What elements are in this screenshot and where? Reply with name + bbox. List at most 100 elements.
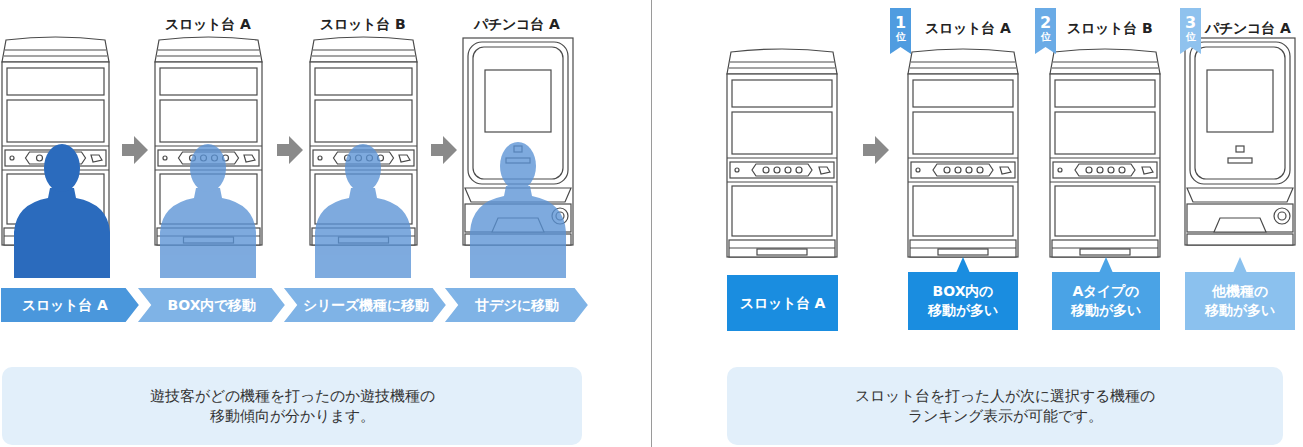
tray	[1080, 249, 1130, 255]
node-text: 他機種の 移動が多い	[1191, 282, 1289, 320]
base	[910, 240, 1016, 257]
rank-callout: Aタイプの 移動が多い	[1052, 272, 1160, 330]
button	[1108, 167, 1114, 173]
node-text: シリーズ機種に移動	[303, 296, 429, 315]
node-outline	[1052, 272, 1160, 330]
button	[916, 168, 920, 172]
panel-line	[908, 181, 1018, 182]
lever	[91, 155, 102, 162]
lever	[244, 155, 255, 162]
flow-step: 甘デジに移動	[443, 287, 589, 323]
lever	[1000, 167, 1011, 174]
upper-screen	[160, 68, 257, 95]
panel-line	[1050, 181, 1160, 182]
chevron-shape	[136, 287, 286, 323]
upper-screen	[913, 80, 1013, 107]
node-outline	[727, 367, 1283, 445]
button	[763, 167, 769, 173]
lever	[399, 155, 410, 162]
lower-tray	[1214, 218, 1266, 232]
slot-machine	[1050, 49, 1160, 257]
tray	[938, 249, 988, 255]
machine-name: スロット台 B	[320, 16, 406, 34]
button	[944, 167, 950, 173]
rank-number: 3	[1185, 15, 1196, 32]
caption-box: スロット台を打った人が次に選択する機種の ランキング表示が可能です。	[727, 367, 1283, 445]
node-text: 甘デジに移動	[475, 296, 559, 315]
cap-line	[313, 49, 414, 50]
button	[10, 156, 14, 160]
callout-pointer	[956, 257, 970, 273]
main-screen	[1055, 112, 1155, 154]
machine-body	[727, 74, 837, 257]
button-plate	[752, 164, 812, 176]
button	[977, 167, 983, 173]
panel-line	[908, 157, 1018, 158]
machine-cap	[310, 37, 417, 62]
button-strip	[1053, 162, 1157, 178]
node-outline	[908, 272, 1018, 330]
flow-step: シリーズ機種に移動	[282, 287, 447, 323]
main-screen	[7, 100, 104, 142]
caption-ground	[2, 367, 582, 445]
flow-arrow	[122, 136, 148, 164]
glass-frame	[1190, 42, 1290, 184]
player-body	[470, 186, 566, 278]
machine-name: パチンコ台 A	[474, 16, 560, 34]
node-text: Aタイプの 移動が多い	[1058, 282, 1154, 320]
player-body	[160, 188, 256, 278]
handle-knob	[1274, 208, 1290, 224]
rank-badge: 2位	[1035, 8, 1056, 54]
player-silhouette	[14, 144, 110, 278]
chevron-shape	[0, 287, 140, 323]
panel-line	[727, 181, 837, 182]
lower-panel	[1055, 186, 1155, 236]
source-box: スロット台 A	[727, 275, 838, 331]
player-head	[500, 142, 536, 190]
cap-line	[1052, 67, 1158, 68]
flow-step: スロット台 A	[0, 287, 140, 323]
base	[729, 240, 835, 257]
player-silhouette	[315, 144, 411, 278]
player-head	[44, 144, 80, 192]
button	[774, 167, 780, 173]
cap-line	[157, 55, 260, 56]
pocket-rail	[1228, 158, 1252, 163]
node-text: BOX内の 移動が多い	[914, 282, 1012, 320]
button	[796, 167, 802, 173]
cap-line	[1053, 61, 1157, 62]
button-strip	[730, 162, 834, 178]
node-text: 遊技客がどの機種を打ったのか遊技機種の 移動傾向が分かります。	[127, 386, 457, 427]
base	[1187, 234, 1293, 245]
machine-frame	[1185, 38, 1295, 245]
player-silhouette	[470, 142, 566, 278]
handle-core	[1278, 212, 1286, 220]
rank-badge: 3位	[1180, 8, 1201, 54]
slot-machine	[727, 49, 837, 257]
glass-inner	[1195, 47, 1285, 179]
flow-step: BOX内で移動	[136, 287, 286, 323]
badge-shape	[1035, 8, 1056, 54]
cap-line	[158, 49, 259, 50]
upper-tray	[1187, 188, 1293, 202]
button	[1086, 167, 1092, 173]
rank-number: 1	[895, 15, 906, 32]
panel-line	[1050, 157, 1160, 158]
cap-line	[4, 55, 107, 56]
machine-name: パチンコ台 A	[1205, 20, 1291, 38]
caption-ground	[727, 367, 1283, 445]
node-text: スロット台 A	[22, 296, 108, 315]
chevron-shape	[282, 287, 447, 323]
player-head	[345, 144, 381, 192]
flow-arrow	[863, 136, 889, 164]
tray	[757, 249, 807, 255]
lower-panel	[732, 186, 832, 236]
node-text: BOX内で移動	[168, 296, 257, 315]
button	[1119, 167, 1125, 173]
cap-line	[5, 49, 106, 50]
button	[785, 167, 791, 173]
player-silhouette	[160, 144, 256, 278]
chevron-shape	[443, 287, 589, 323]
upper-screen	[7, 68, 104, 95]
button	[966, 167, 972, 173]
